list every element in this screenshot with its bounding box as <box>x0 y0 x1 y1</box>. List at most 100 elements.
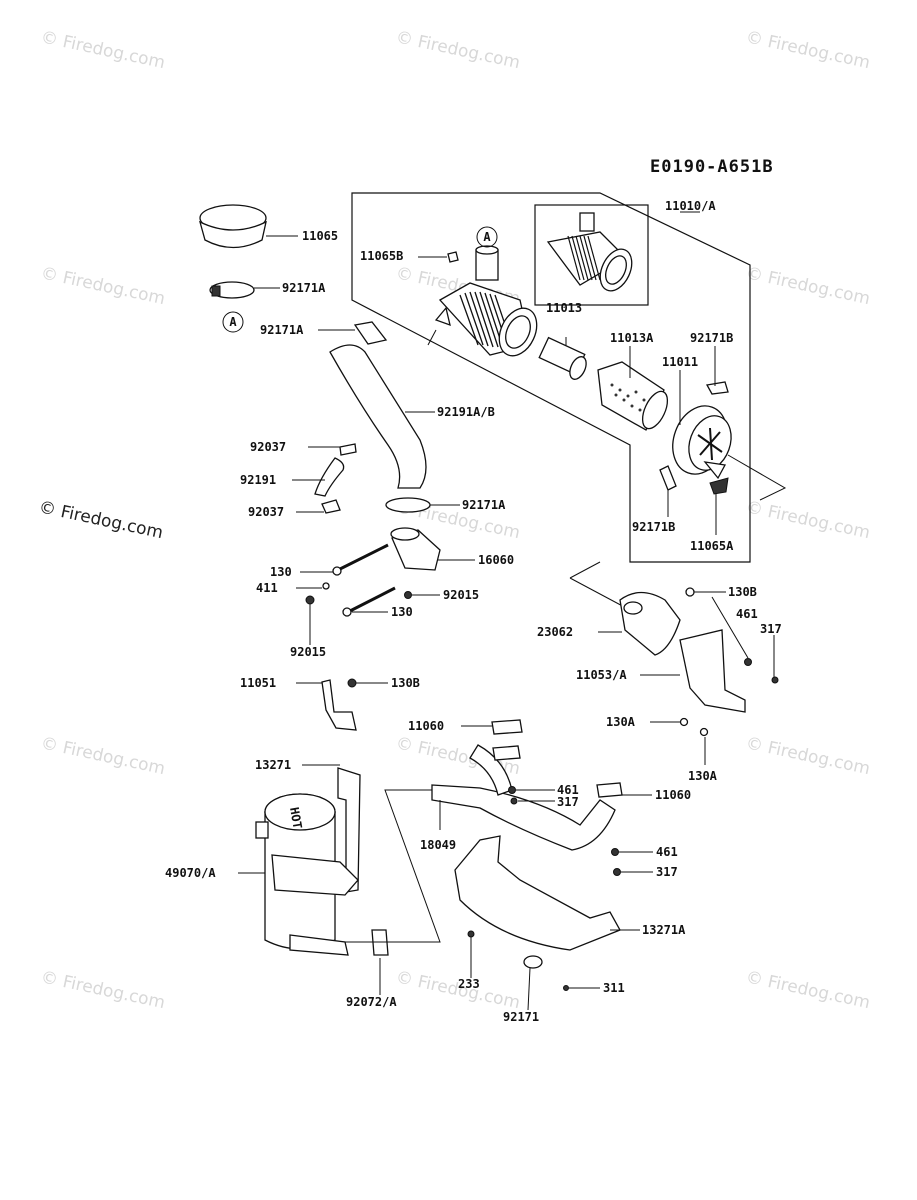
exhaust-guard-13271A <box>454 835 621 951</box>
label-92171B-top: 92171B <box>690 331 733 345</box>
callout-letter-left: A <box>229 315 237 329</box>
bracket-11053A <box>679 629 746 713</box>
cap-11065 <box>198 204 267 249</box>
label-317-mid: 317 <box>557 795 579 809</box>
label-11013: 11013 <box>546 301 582 315</box>
side-watermark: © Firedog.com <box>37 497 165 543</box>
clamp-92171A-small <box>353 321 388 345</box>
part-labels: 11010/A 11065 11065B 92171A 92171A 11013… <box>165 199 782 1024</box>
clamp-92171A-mid <box>385 497 431 513</box>
label-130-b: 130 <box>391 605 413 619</box>
hose-92191 <box>314 457 345 497</box>
bolt-130-a <box>337 543 389 572</box>
label-49070A: 49070/A <box>165 866 216 880</box>
washer-317-mid <box>510 797 518 805</box>
label-92037-bottom: 92037 <box>248 505 284 519</box>
bolt-130A-left <box>679 717 689 727</box>
label-11051: 11051 <box>240 676 276 690</box>
watermark: © Firedog.com <box>39 27 167 73</box>
callout-circle-top <box>476 226 498 248</box>
inset-air-cleaner <box>546 212 633 292</box>
valve-11065A <box>709 477 729 495</box>
callout-circle-left <box>222 311 244 333</box>
clamp-92171A-top <box>209 281 255 299</box>
exploded-leader <box>427 329 787 501</box>
label-92191AB: 92191A/B <box>437 405 495 419</box>
assembly-inset-box <box>534 204 649 306</box>
label-11065: 11065 <box>302 229 338 243</box>
label-317-bottom: 317 <box>656 865 678 879</box>
gasket-11060-mid <box>596 782 623 798</box>
washer-317-right <box>771 676 779 684</box>
watermark: © Firedog.com <box>39 263 167 309</box>
label-311: 311 <box>603 981 625 995</box>
label-92171: 92171 <box>503 1010 539 1024</box>
label-11065B: 11065B <box>360 249 403 263</box>
label-11065A: 11065A <box>690 539 734 553</box>
nut-461-mid <box>508 786 516 794</box>
label-11060-mid: 11060 <box>655 788 691 802</box>
label-23062: 23062 <box>537 625 573 639</box>
screw-233 <box>467 930 475 938</box>
bolt-130-b <box>347 586 396 614</box>
label-92171A-left: 92171A <box>260 323 304 337</box>
label-11013A: 11013A <box>610 331 654 345</box>
flange-top <box>492 745 521 761</box>
air-cleaner-cover-11011 <box>672 405 732 480</box>
watermark: © Firedog.com <box>744 967 872 1013</box>
label-233: 233 <box>458 977 480 991</box>
watermark: © Firedog.com <box>394 27 522 73</box>
air-cleaner-body <box>434 245 538 357</box>
hose-clamp-92037-top <box>339 443 357 456</box>
label-92171A-mid: 92171A <box>462 498 506 512</box>
bolt-130B-left <box>347 678 357 688</box>
clip-92171B-top <box>705 381 729 395</box>
label-461-right: 461 <box>736 607 758 621</box>
watermark: © Firedog.com <box>39 733 167 779</box>
filter-element-11013A <box>597 361 669 431</box>
washer-411 <box>322 582 330 590</box>
hose-92191AB <box>329 344 427 489</box>
leader-lines <box>238 211 775 1011</box>
label-11011: 11011 <box>662 355 698 369</box>
guard-section-leader <box>569 561 631 611</box>
label-11010A: 11010/A <box>665 199 716 213</box>
bolt-130B-right <box>685 587 695 597</box>
label-11053A: 11053/A <box>576 668 627 682</box>
label-11060-top: 11060 <box>408 719 444 733</box>
label-461-bottom: 461 <box>656 845 678 859</box>
label-130-a: 130 <box>270 565 292 579</box>
label-130A-bottom: 130A <box>688 769 718 783</box>
clip-92171B-bottom <box>659 465 677 491</box>
nut-92015-left <box>305 595 315 605</box>
nut-461-bottom <box>611 848 619 856</box>
label-92171B-bottom: 92171B <box>632 520 675 534</box>
label-92037-top: 92037 <box>250 440 286 454</box>
bolt-head-130-b <box>342 607 352 617</box>
label-18049: 18049 <box>420 838 456 852</box>
screw-311 <box>563 985 569 991</box>
muffler-49070A <box>255 793 359 956</box>
watermark: © Firedog.com <box>744 733 872 779</box>
clamp-92171 <box>523 955 543 969</box>
gasket-11060-top <box>491 719 523 735</box>
label-130A-left: 130A <box>606 715 636 729</box>
label-13271A: 13271A <box>642 923 686 937</box>
inner-tube-11013 <box>538 336 587 380</box>
label-411: 411 <box>256 581 278 595</box>
bolt-130A-bottom <box>699 727 709 737</box>
label-92072A: 92072/A <box>346 995 397 1009</box>
watermark: © Firedog.com <box>744 27 872 73</box>
muffler-guard-23062 <box>619 591 681 656</box>
watermark: © Firedog.com <box>39 967 167 1013</box>
washer-317-bottom <box>613 868 621 876</box>
exhaust-leader <box>345 789 441 943</box>
diagram-code: E0190-A651B <box>650 157 774 177</box>
watermark: © Firedog.com <box>744 263 872 309</box>
label-92015-right: 92015 <box>443 588 479 602</box>
watermark: © Firedog.com <box>744 497 872 543</box>
nut-92015-right <box>404 591 412 599</box>
callout-letter-top: A <box>483 230 491 244</box>
label-92171A-top: 92171A <box>282 281 326 295</box>
